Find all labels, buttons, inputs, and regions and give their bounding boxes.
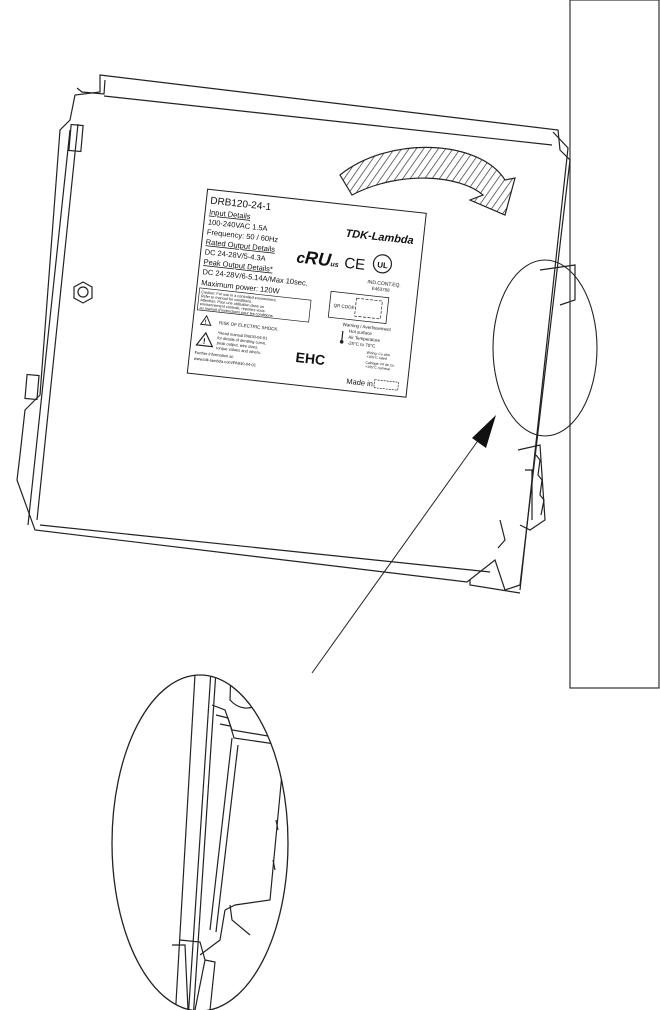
label-wire-1: Wiring: Cu wire [366,351,390,358]
label-warning-1: Warning / Avertissement [342,322,392,332]
leader-line [311,427,488,674]
label-warning-4: -25°C to 70°C [347,340,376,348]
label-shock: RISK OF ELECTRIC SHOCK. [219,320,279,332]
power-supply-unit [16,74,576,594]
label-caution-2: Refer to manual for conditions. [201,294,253,304]
detail-marker-ellipse [492,259,598,437]
zoom-detail-content [172,675,286,1010]
label-further: Further information at: [194,350,234,359]
label-warning-2: Hot surface [349,329,373,337]
product-label: DRB120-24-1 TDK-Lambda Input Details 100… [186,188,427,398]
label-wire-2: +105°C rated [366,355,387,361]
svg-text:!: ! [204,320,207,326]
eac-mark-icon: EHC [295,349,326,368]
label-manual-1: *Read manual PA830-04-01 [218,330,269,341]
leader-arrow-head [472,415,496,448]
label-caution-3: Attention: Pour une utilisation dans un [200,298,264,309]
cul-listed-icon: UL [372,254,393,274]
label-wire-4: +105°C nominal [365,365,391,372]
warning-triangle-icon: ! [199,314,212,326]
label-caution-4: environnement controle, reportez-vous [200,302,265,313]
thermometer-icon [339,330,344,344]
label-manual-4: torque values and others. [216,345,261,355]
svg-text:!: ! [202,337,206,346]
label-wire-3: Cablage: Fil de Cu [365,361,394,368]
label-made-in: Made in [346,377,374,389]
label-warning-3: Air Temperature [348,335,381,344]
screw-hex [73,281,93,304]
rotation-arrow-icon [339,146,516,216]
ce-mark-icon: CE [343,255,366,274]
label-manual-3: peak output, wire sizes, [217,340,259,350]
label-ind-cont: IND.CONT.EQ. [367,279,401,289]
label-qr-code: QR CODE [333,303,354,310]
label-ind-code: E463788 [371,286,390,293]
mounting-wall [569,0,660,689]
label-manual-2: for details of derating curve, [217,335,267,345]
svg-text:UL: UL [377,260,389,270]
label-url: www.tdk-lambda.com/PA830-04-01 [194,356,257,368]
warning-triangle-icon: ! [195,331,214,348]
